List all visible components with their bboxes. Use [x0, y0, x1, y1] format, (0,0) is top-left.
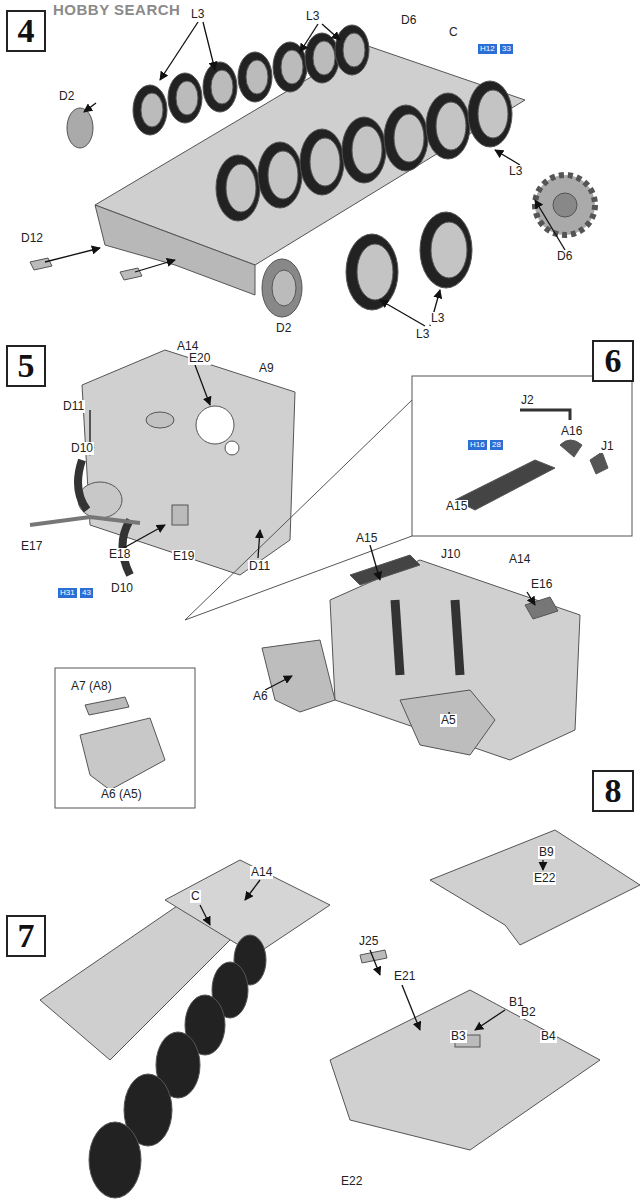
step-number: 5: [18, 349, 35, 383]
part-label: D10: [110, 582, 134, 595]
part-label: A6: [252, 690, 269, 703]
part-label: J10: [440, 548, 461, 561]
part-label: D12: [20, 232, 44, 245]
part-label: E22: [340, 1175, 363, 1188]
step-number-box: 6: [592, 340, 634, 382]
part-label: A5: [440, 714, 457, 727]
part-label: B9: [538, 846, 555, 859]
part-label: C: [448, 26, 459, 39]
paint-code: H16: [468, 440, 487, 450]
part-label: E19: [172, 550, 195, 563]
part-label: A7 (A8): [70, 680, 113, 693]
part-label: D10: [70, 442, 94, 455]
step-number: 6: [605, 344, 622, 378]
part-label: E16: [530, 578, 553, 591]
part-label: E18: [108, 548, 131, 561]
part-label: E20: [188, 352, 211, 365]
part-label: A6 (A5): [100, 788, 143, 801]
part-label: L3: [415, 328, 430, 341]
step-number-box: 8: [592, 770, 634, 812]
part-label: L3: [430, 312, 445, 325]
step-number-box: 4: [6, 10, 46, 52]
part-label: A9: [258, 362, 275, 375]
part-label: J25: [358, 935, 379, 948]
part-label: E22: [533, 872, 556, 885]
step-number: 4: [18, 14, 35, 48]
part-label: A14: [250, 866, 273, 879]
part-label: B2: [520, 1006, 537, 1019]
part-label: E17: [20, 540, 43, 553]
part-label: E21: [393, 970, 416, 983]
part-label: L3: [508, 165, 523, 178]
part-label: A15: [445, 500, 468, 513]
paint-code: H12: [478, 44, 497, 54]
part-label: J2: [520, 394, 535, 407]
paint-code: 43: [80, 588, 93, 598]
part-label: L3: [190, 8, 205, 21]
part-label: B4: [540, 1030, 557, 1043]
part-label: D6: [556, 250, 573, 263]
watermark: HOBBY SEARCH: [52, 3, 181, 16]
part-label: L3: [305, 10, 320, 23]
part-label: D2: [275, 322, 292, 335]
part-label: D2: [58, 90, 75, 103]
part-label: D11: [62, 400, 85, 413]
part-label: A16: [560, 425, 583, 438]
part-label: D11: [248, 560, 271, 573]
part-label: C: [190, 890, 201, 903]
part-label: A15: [355, 532, 378, 545]
step-number-box: 7: [6, 915, 46, 957]
step-number: 7: [18, 919, 35, 953]
part-label: D6: [400, 14, 417, 27]
part-label: A14: [508, 553, 531, 566]
step-number: 8: [605, 774, 622, 808]
paint-code: 28: [490, 440, 503, 450]
step-number-box: 5: [6, 345, 46, 387]
part-label: J1: [600, 440, 615, 453]
part-label: B3: [450, 1030, 467, 1043]
paint-code: 33: [500, 44, 513, 54]
paint-code: H31: [58, 588, 77, 598]
